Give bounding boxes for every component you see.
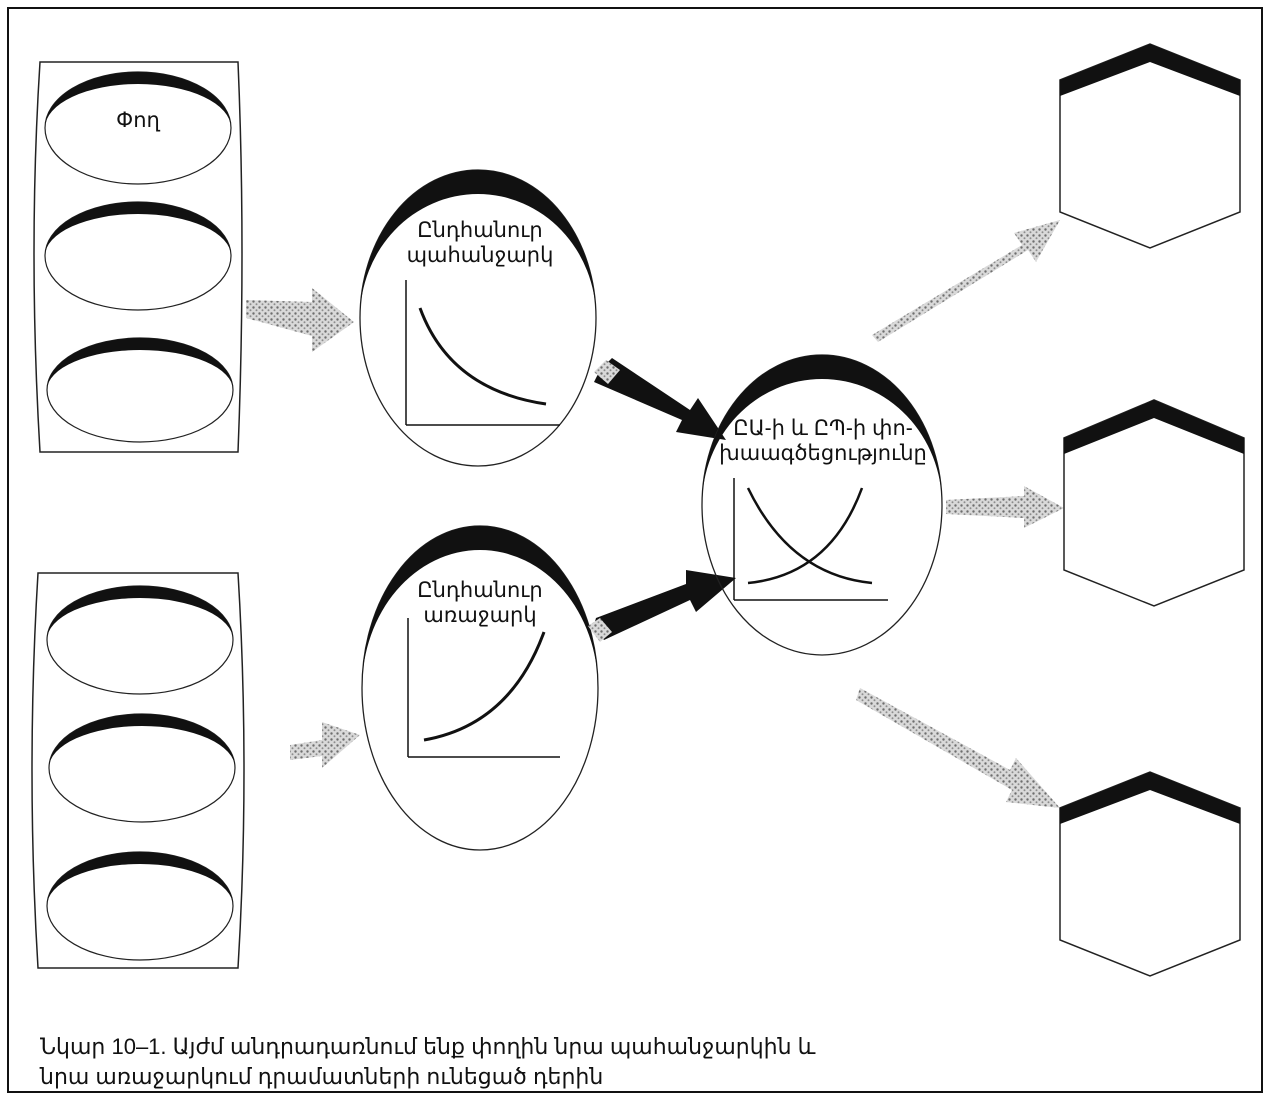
arrow-center-to-outcome-bottom [856,688,1060,808]
aggregate-demand-circle [359,169,597,467]
interaction-demand-curve [746,487,873,585]
outcome-hexagon-bottom [1059,771,1241,977]
money-label: Փող [116,109,160,132]
interaction-title-line-1: ԸԱ-ի և ԸՊ-ի փո- [733,417,913,440]
coin-2 [44,201,232,311]
arrow-demand-to-center [594,358,726,440]
supply-curve [423,631,546,742]
caption-line-1: Նկար 10–1. Այժմ անդրադառնում ենք փողին ն… [40,1034,816,1059]
interaction-supply-curve [747,487,864,585]
money-container-top [33,61,243,453]
interaction-title: ԸԱ-ի և ԸՊ-ի փո- խաագծեցությունը [718,416,928,466]
figure-caption: Նկար 10–1. Այժմ անդրադառնում ենք փողին ն… [40,1032,1040,1092]
supply-chart [407,618,560,758]
aggregate-demand-title-line-2: պահանջարկ [406,244,554,267]
interaction-chart [733,478,888,601]
coin-6 [46,851,234,961]
arrow-center-to-outcome-middle [946,486,1064,528]
demand-curve [418,307,547,406]
demand-chart [405,280,560,426]
caption-line-2: նրա առաջարկում դրամատների ունեցած դերին [40,1064,604,1089]
arrow-supply-to-center [588,570,736,642]
coin-4 [46,585,234,695]
arrow-money-to-demand [246,288,354,352]
coin-1 [44,71,232,185]
interaction-title-line-2: խաագծեցությունը [719,442,927,465]
outcome-hexagon-top [1059,43,1241,249]
outcome-hexagon-middle [1063,399,1245,607]
coin-3 [46,337,234,443]
interaction-circle [701,354,943,656]
aggregate-supply-title-line-1: Ընդհանուր [417,579,543,602]
aggregate-supply-title-line-2: առաջարկ [423,604,537,627]
aggregate-supply-title: Ընդհանուր առաջարկ [400,578,560,628]
arrow-money-to-supply [290,722,360,768]
money-container-bottom [31,572,245,969]
arrow-center-to-outcome-top [872,220,1060,342]
coin-5 [48,713,236,823]
aggregate-demand-title-line-1: Ընդհանուր [417,219,543,242]
outer-frame [7,7,1263,1093]
aggregate-supply-circle [361,525,599,851]
aggregate-demand-title: Ընդհանուր պահանջարկ [400,218,560,268]
